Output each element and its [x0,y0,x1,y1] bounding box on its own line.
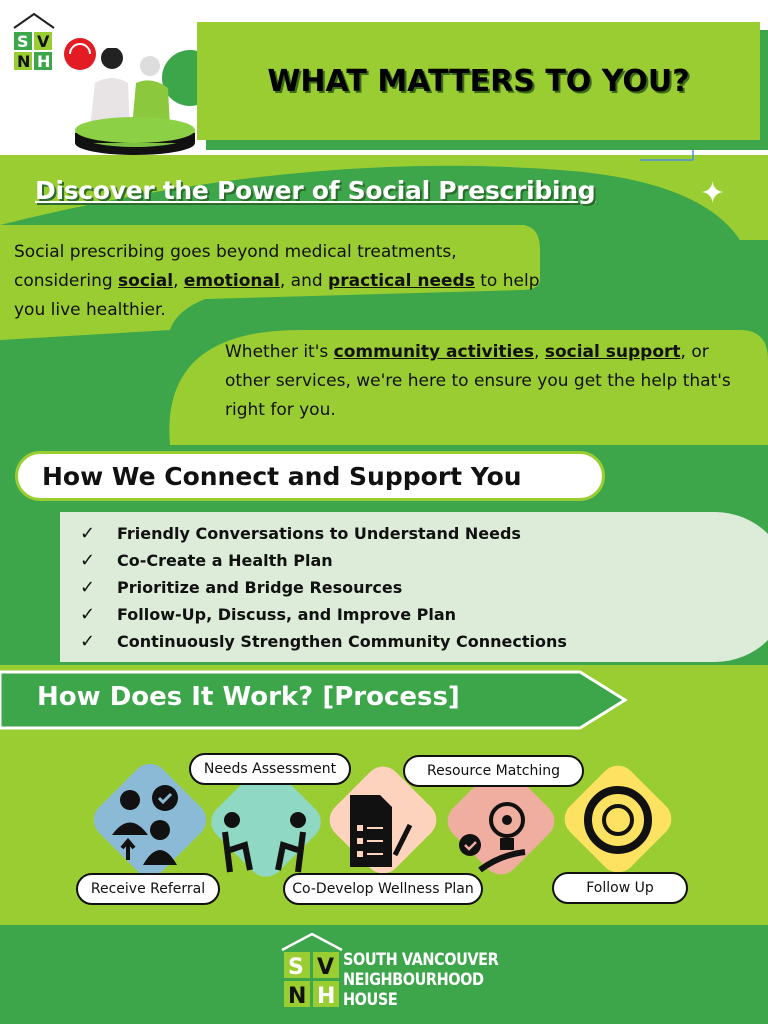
referral-icon [93,763,207,877]
checklist-icon [329,766,437,874]
keyword: social support [544,342,681,362]
list-item: ✓ Prioritize and Bridge Resources [80,574,567,601]
connect-heading: How We Connect and Support You [15,451,605,501]
step-resource-matching: Resource Matching [403,755,584,787]
text: , [534,342,545,362]
sparkle-icon: ✦ [700,176,726,211]
keyword: practical needs [328,271,475,291]
svg-text:S: S [288,955,304,980]
page-title: WHAT MATTERS TO YOU? [267,63,690,99]
svnh-logo: S V N H [12,10,100,74]
conversation-icon [211,767,321,877]
keyword: community activities [333,342,535,362]
item-label: Prioritize and Bridge Resources [117,578,403,597]
check-icon: ✓ [80,523,96,544]
consultation-illustration [70,47,218,167]
list-item: ✓ Friendly Conversations to Understand Ne… [80,520,567,547]
text: Social prescribing goes beyond medical t… [14,242,457,291]
text: , and [279,271,329,291]
step-follow-up: Follow Up [552,872,688,904]
intro-heading: Discover the Power of Social Prescribing [35,176,596,205]
org-line: NEIGHBOURHOOD [343,970,484,990]
keyword: social [118,271,174,291]
intro-paragraph-2: Whether it's community activities, socia… [225,338,755,425]
item-label: Follow-Up, Discuss, and Improve Plan [117,605,457,624]
footer-org-name: SOUTH VANCOUVER NEIGHBOURHOOD HOUSE [343,950,499,1010]
list-item: ✓ Continuously Strengthen Community Conne… [80,628,567,655]
lightbulb-gear-icon [447,767,555,875]
item-label: Co-Create a Health Plan [117,551,333,570]
svg-text:H: H [37,52,50,70]
list-item: ✓ Co-Create a Health Plan [80,547,567,574]
org-line: HOUSE [343,990,398,1010]
follow-up-cycle-icon [564,765,672,873]
svg-text:S: S [17,32,29,51]
connect-list: ✓ Friendly Conversations to Understand Ne… [80,520,567,655]
footer-logo: S V N H [280,930,344,1014]
process-icons [93,763,672,877]
connect-panel [60,512,768,662]
text: , [173,271,184,291]
step-receive-referral: Receive Referral [76,873,220,905]
keyword: emotional [183,271,280,291]
check-icon: ✓ [80,577,96,598]
svg-text:V: V [37,32,50,51]
check-icon: ✓ [80,631,96,652]
item-label: Continuously Strengthen Community Connec… [117,632,567,651]
step-co-develop-plan: Co-Develop Wellness Plan [283,873,483,905]
process-heading: How Does It Work? [Process] [37,682,460,712]
svg-text:H: H [317,984,335,1009]
title-banner: WHAT MATTERS TO YOU? [197,22,760,140]
text: Whether it's [225,342,334,362]
svg-text:N: N [17,52,30,70]
list-item: ✓ Follow-Up, Discuss, and Improve Plan [80,601,567,628]
org-line: SOUTH VANCOUVER [343,950,499,970]
svg-text:N: N [288,984,306,1009]
check-icon: ✓ [80,604,96,625]
svg-text:V: V [317,955,334,980]
step-needs-assessment: Needs Assessment [189,753,351,785]
intro-paragraph-1: Social prescribing goes beyond medical t… [14,238,544,325]
item-label: Friendly Conversations to Understand Nee… [117,524,521,543]
text: , or other services, we're here to ensur… [225,342,731,420]
check-icon: ✓ [80,550,96,571]
text: to help you live healthier. [14,271,540,320]
